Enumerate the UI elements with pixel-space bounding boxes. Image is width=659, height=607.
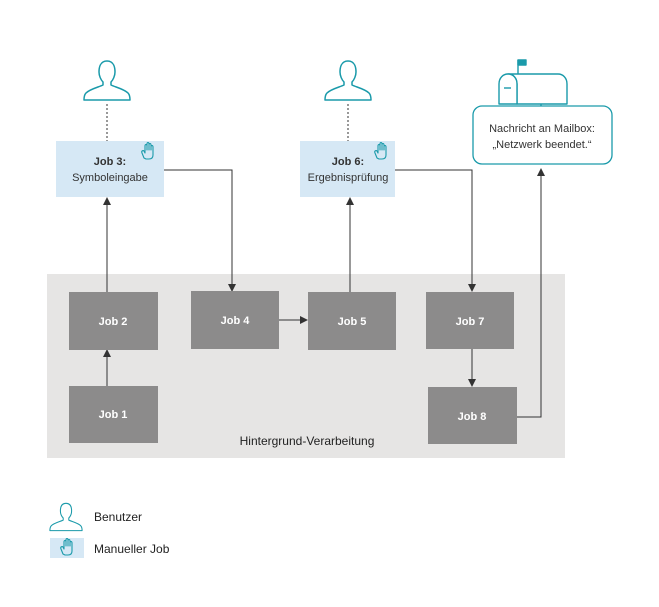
arrow-job3-job4 bbox=[164, 169, 236, 292]
user-icon bbox=[49, 502, 83, 532]
mailbox-message-line2: „Netzwerk beendet.“ bbox=[492, 139, 591, 151]
connectors bbox=[103, 104, 545, 418]
job-1-label: Job 1 bbox=[99, 409, 128, 421]
job-1-box[interactable]: Job 1 bbox=[69, 386, 158, 443]
arrow-job8-mailbox bbox=[517, 168, 545, 418]
legend-user-label: Benutzer bbox=[94, 510, 142, 524]
job-8-label: Job 8 bbox=[458, 411, 487, 423]
legend-manual-swatch bbox=[50, 538, 84, 558]
job-4-label: Job 4 bbox=[221, 315, 251, 327]
job-6-manual-box[interactable]: Job 6: Ergebnisprüfung bbox=[300, 141, 395, 197]
job-2-box[interactable]: Job 2 bbox=[69, 292, 158, 350]
background-processing-label: Hintergrund-Verarbeitung bbox=[240, 434, 375, 448]
legend-manual-label: Manueller Job bbox=[94, 542, 170, 556]
job-3-subtitle: Symboleingabe bbox=[72, 172, 148, 184]
legend: Benutzer Manueller Job bbox=[49, 502, 170, 558]
arrow-job6-job7 bbox=[395, 169, 476, 292]
job-6-title: Job 6: bbox=[332, 156, 364, 168]
user-icon bbox=[83, 60, 131, 101]
job-3-manual-box[interactable]: Job 3: Symboleingabe bbox=[56, 141, 164, 197]
job-7-box[interactable]: Job 7 bbox=[426, 292, 514, 349]
job-8-box[interactable]: Job 8 bbox=[428, 387, 517, 444]
job-7-label: Job 7 bbox=[456, 316, 485, 328]
job-6-subtitle: Ergebnisprüfung bbox=[308, 172, 389, 184]
user-icon bbox=[324, 60, 372, 101]
job-3-title: Job 3: bbox=[94, 156, 126, 168]
mailbox-message-line1: Nachricht an Mailbox: bbox=[489, 123, 595, 135]
job-5-label: Job 5 bbox=[338, 316, 367, 328]
job-5-box[interactable]: Job 5 bbox=[308, 292, 396, 350]
job-2-label: Job 2 bbox=[99, 316, 128, 328]
mailbox-message-box: Nachricht an Mailbox: „Netzwerk beendet.… bbox=[472, 105, 613, 165]
job-4-box[interactable]: Job 4 bbox=[191, 291, 279, 349]
